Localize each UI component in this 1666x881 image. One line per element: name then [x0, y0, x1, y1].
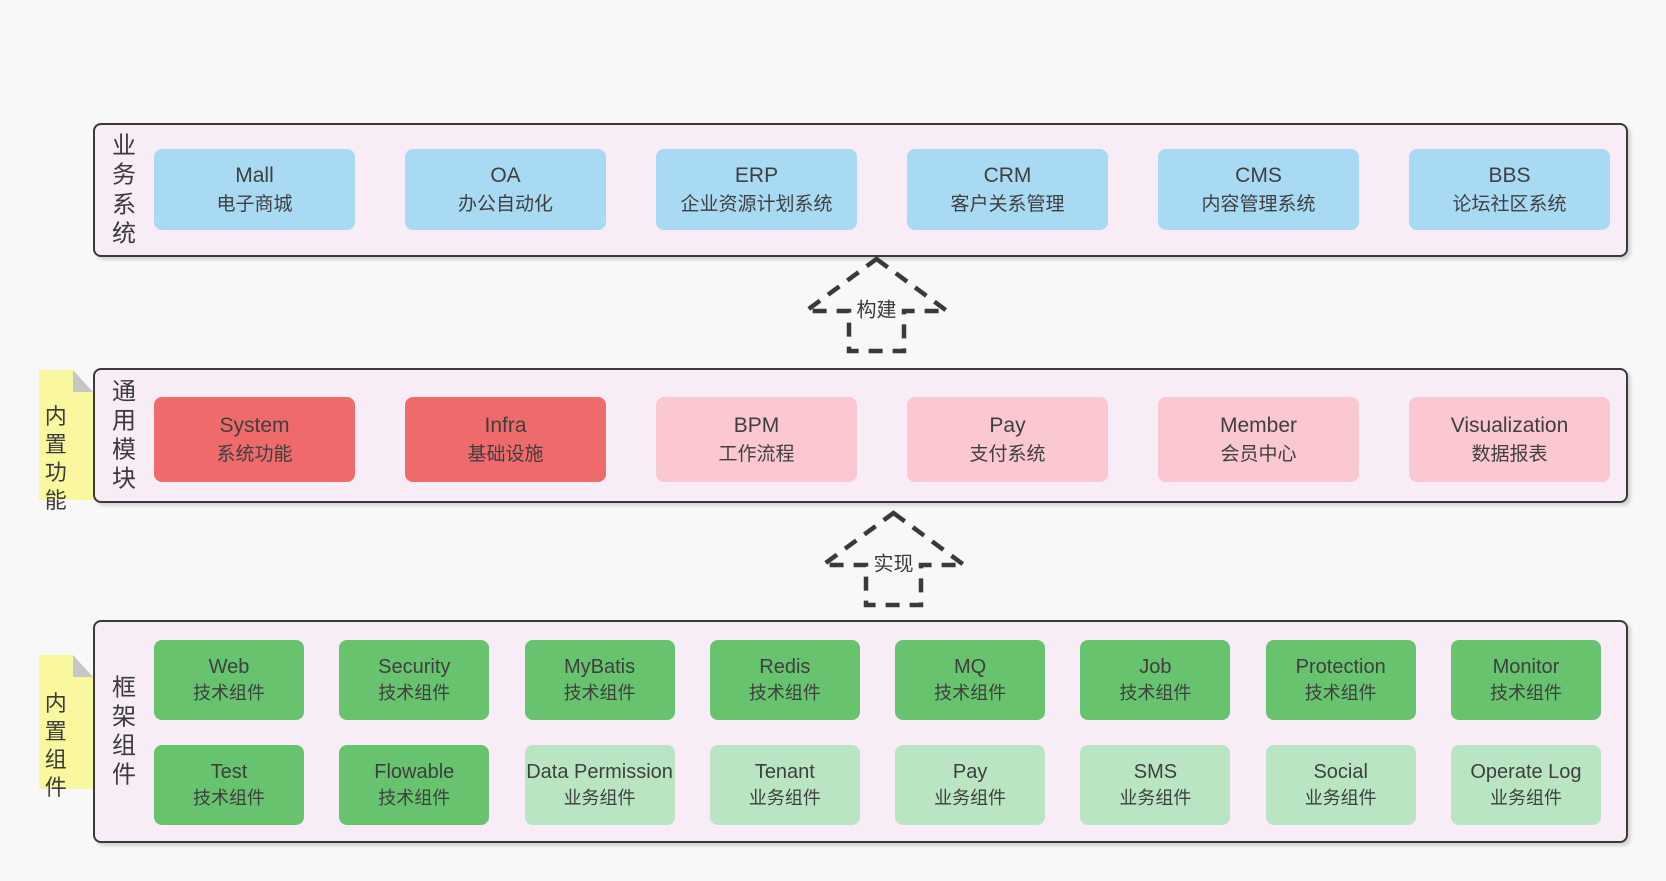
implement-arrow-label: 实现	[870, 546, 917, 578]
box-redis: Redis 技术组件	[709, 640, 860, 720]
box-data-permission: Data Permission 业务组件	[524, 745, 675, 825]
box-web: Web 技术组件	[154, 640, 304, 720]
box-pay-component: Pay 业务组件	[895, 745, 1046, 825]
box-operate-log: Operate Log 业务组件	[1450, 745, 1601, 825]
box-mall: Mall 电子商城	[154, 149, 355, 230]
box-job: Job 技术组件	[1080, 640, 1231, 720]
box-bpm: BPM 工作流程	[656, 397, 857, 482]
box-system: System 系统功能	[154, 397, 355, 482]
box-oa: OA 办公自动化	[405, 149, 606, 230]
implement-arrow-icon: 实现	[820, 510, 967, 608]
box-cms: CMS 内容管理系统	[1158, 149, 1359, 230]
box-pay-module: Pay 支付系统	[907, 397, 1108, 482]
box-test: Test 技术组件	[154, 745, 304, 825]
sticky-label-builtin-components: 内置组件	[44, 691, 67, 800]
box-erp: ERP 企业资源计划系统	[656, 149, 857, 230]
box-social: Social 业务组件	[1265, 745, 1416, 825]
sticky-note-builtin-functions	[39, 370, 93, 500]
sticky-fold-icon	[73, 655, 93, 677]
band-label-framework-components: 框架组件	[112, 673, 136, 789]
band-label-common-modules: 通用模块	[112, 377, 136, 493]
box-flowable: Flowable 技术组件	[339, 745, 490, 825]
box-sms: SMS 业务组件	[1080, 745, 1231, 825]
box-protection: Protection 技术组件	[1265, 640, 1416, 720]
sticky-fold-icon	[73, 370, 93, 392]
sticky-label-builtin-functions: 内置功能	[44, 404, 67, 513]
box-tenant: Tenant 业务组件	[709, 745, 860, 825]
band-common-modules: 通用模块 System 系统功能 Infra 基础设施 BPM 工作流程 Pay…	[93, 368, 1628, 503]
band-framework-components: 框架组件 Web 技术组件 Security 技术组件 MyBatis 技术组件…	[93, 620, 1628, 843]
band-label-business-systems: 业务系统	[112, 132, 136, 248]
band-business-systems: 业务系统 Mall 电子商城 OA 办公自动化 ERP 企业资源计划系统 CRM…	[93, 123, 1628, 257]
box-monitor: Monitor 技术组件	[1450, 640, 1601, 720]
sticky-note-builtin-components	[39, 655, 93, 789]
box-security: Security 技术组件	[339, 640, 490, 720]
box-bbs: BBS 论坛社区系统	[1409, 149, 1610, 230]
box-infra: Infra 基础设施	[405, 397, 606, 482]
box-crm: CRM 客户关系管理	[907, 149, 1108, 230]
box-mq: MQ 技术组件	[895, 640, 1046, 720]
box-mybatis: MyBatis 技术组件	[524, 640, 675, 720]
box-member: Member 会员中心	[1158, 397, 1359, 482]
box-visualization: Visualization 数据报表	[1409, 397, 1610, 482]
build-arrow-icon: 构建	[803, 256, 950, 354]
build-arrow-label: 构建	[853, 292, 900, 324]
